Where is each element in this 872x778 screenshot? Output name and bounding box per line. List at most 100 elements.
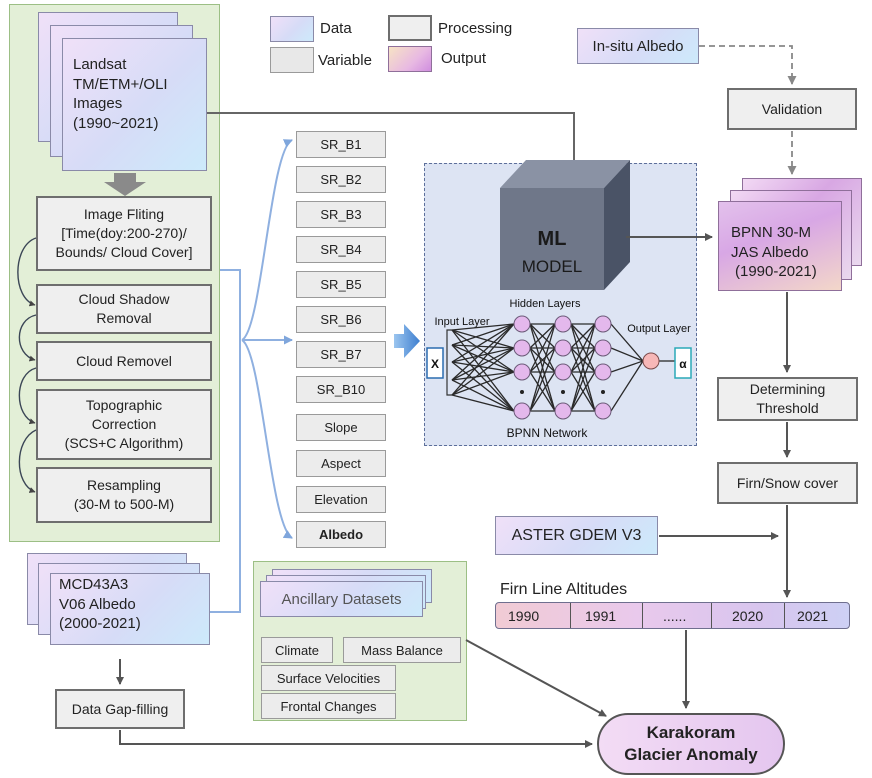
firn-snow-cover-box: Firn/Snow cover (717, 462, 858, 504)
result-line2: Glacier Anomaly (624, 745, 758, 764)
hidden-edge (529, 371, 556, 412)
legend-output-label: Output (441, 50, 487, 67)
fla-cell-2021: 2021 (797, 608, 829, 624)
mcd-albedo-card: MCD43A3 V06 Albedo (2000-2021) (50, 573, 210, 645)
ancillary-datasets-card: Ancillary Datasets (260, 581, 423, 617)
aster-gdem-box: ASTER GDEM V3 (495, 516, 658, 555)
output-layer-label: Output Layer (627, 323, 691, 335)
determining-threshold-box: Determining Threshold (717, 377, 858, 421)
ancillary-surface-velocities: Surface Velocities (261, 665, 396, 691)
fla-cell-ellipsis: ...... (643, 603, 712, 628)
fla-cell-1990: 1990 (496, 603, 571, 628)
output-edge (610, 323, 644, 362)
firn-snow-label: Firn/Snow cover (736, 474, 839, 491)
hidden-neuron (594, 315, 612, 333)
input-x-box (426, 347, 444, 379)
landsat-down-arrow (104, 173, 146, 196)
data-gap-filling-box: Data Gap-filling (55, 689, 185, 729)
input-edge (451, 379, 515, 412)
insitu-to-validation-dashed (699, 45, 797, 85)
input-edge (451, 329, 515, 373)
cloud-removal-box: Cloud Removel (36, 341, 212, 381)
landsat-line1: Landsat (73, 56, 127, 73)
blue-fan-down (241, 339, 293, 539)
result-line1: Karakoram (646, 722, 736, 742)
ml-model-cube (500, 160, 630, 290)
topographic-correction-box: Topographic Correction (SCS+C Algorithm) (36, 389, 212, 460)
hidden-neuron (513, 339, 531, 357)
input-bracket (446, 329, 452, 396)
input-edge (451, 323, 515, 381)
hidden-neuron (513, 363, 531, 381)
variable-sr-b2: SR_B2 (296, 166, 386, 193)
input-layer-label: Input Layer (434, 316, 489, 328)
topographic-line1: Topographic (85, 397, 163, 414)
legend-output-swatch (388, 46, 432, 72)
legend-data-label: Data (320, 20, 352, 37)
image-filtering-box: Image Fliting [Time(doy:200-270)/ Bounds… (36, 196, 212, 271)
fla-bar: 1990 1991 ...... 2020 2021 (495, 602, 850, 629)
threshold-line1: Determining (749, 381, 826, 398)
hidden-neuron (554, 339, 572, 357)
hidden-edge (570, 323, 596, 349)
ancillary-climate: Climate (261, 637, 333, 663)
ellipsis-dot (601, 390, 605, 394)
image-filtering-line3: Bounds/ Cloud Cover] (55, 243, 193, 260)
topographic-line3: (SCS+C Algorithm) (64, 434, 184, 451)
topographic-line2: Correction (91, 416, 157, 433)
variable-albedo: Albedo (296, 521, 386, 548)
hidden-neuron (554, 363, 572, 381)
variable-sr-b10: SR_B10 (296, 376, 386, 403)
hidden-edge (529, 323, 556, 349)
cloud-removal-label: Cloud Removel (76, 352, 172, 369)
resampling-box: Resampling (30-M to 500-M) (36, 467, 212, 523)
landsat-line3: Images (73, 95, 123, 112)
hidden-neuron (554, 315, 572, 333)
landsat-line4: (1990~2021) (73, 114, 159, 132)
bpnn-network-label: BPNN Network (507, 426, 589, 440)
cloud-shadow-line2: Removal (96, 310, 152, 326)
legend-processing-swatch (388, 15, 432, 41)
input-edge (451, 323, 515, 396)
hidden-neuron (513, 402, 531, 420)
legend-variable-label: Variable (318, 52, 372, 69)
blue-connector-vertical (210, 269, 241, 613)
model-label: MODEL (522, 257, 582, 276)
curve-cloud-to-topo (18, 367, 37, 425)
output-edge (610, 360, 644, 412)
ancillary-frontal-changes: Frontal Changes (261, 693, 396, 719)
mcd-line3: (2000-2021) (59, 615, 141, 632)
input-edge (451, 323, 515, 363)
insitu-label: In-situ Albedo (592, 37, 684, 55)
hidden-neuron (513, 315, 531, 333)
cloud-shadow-line1: Cloud Shadow (78, 291, 170, 308)
bpnn-output-line2: JAS Albedo (731, 243, 809, 261)
variable-slope: Slope (296, 414, 386, 441)
landsat-images-card: Landsat TM/ETM+/OLI Images (1990~2021) (62, 38, 207, 171)
ancillary-to-result-line (465, 639, 607, 717)
hidden-neuron (594, 402, 612, 420)
landsat-to-model-line (207, 112, 578, 181)
input-edge (451, 329, 515, 349)
resampling-line2: (30-M to 500-M) (73, 496, 175, 512)
variable-sr-b5: SR_B5 (296, 271, 386, 298)
variable-elevation: Elevation (296, 486, 386, 513)
input-edge (451, 347, 515, 363)
curve-shadow-to-cloud (18, 314, 37, 362)
variable-sr-b7: SR_B7 (296, 341, 386, 368)
input-edge (451, 394, 515, 412)
input-edge (451, 371, 515, 381)
gapfill-to-result-line (119, 730, 593, 748)
input-x-symbol: X (431, 357, 439, 371)
validation-box: Validation (727, 88, 857, 130)
input-edge (451, 329, 515, 412)
cloud-shadow-removal-box: Cloud Shadow Removal (36, 284, 212, 334)
hidden-edge (529, 323, 556, 373)
hidden-edge (529, 347, 556, 412)
hidden-edge (570, 347, 596, 412)
variable-sr-b1: SR_B1 (296, 131, 386, 158)
hidden-edge (570, 371, 596, 412)
hidden-neuron (594, 363, 612, 381)
